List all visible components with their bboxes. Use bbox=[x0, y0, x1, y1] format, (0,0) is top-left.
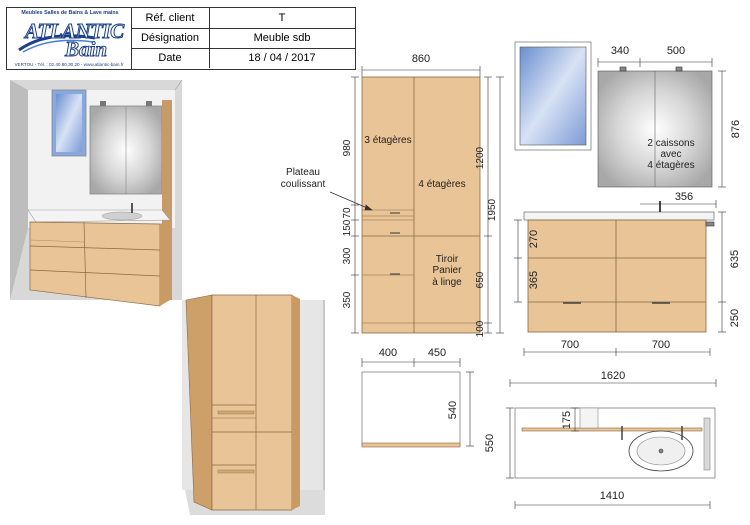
header-row-ref: Réf. client T bbox=[131, 8, 355, 29]
dim-400: 400 bbox=[379, 347, 397, 359]
label-3-etageres: 3 étagères bbox=[364, 135, 411, 146]
dim-300: 300 bbox=[342, 247, 353, 264]
dim-1410: 1410 bbox=[600, 490, 624, 502]
label-4-etageres: 4 étagères bbox=[418, 179, 465, 190]
dim-150: 150 bbox=[342, 219, 353, 236]
dim-450: 450 bbox=[428, 347, 446, 359]
cabinet-label-3: 4 étagères bbox=[647, 160, 694, 171]
dim-350: 350 bbox=[342, 291, 353, 308]
dim-340: 340 bbox=[611, 45, 629, 57]
dim-365: 365 bbox=[528, 271, 540, 289]
dim-876: 876 bbox=[730, 120, 742, 138]
dim-100: 100 bbox=[475, 320, 486, 337]
dim-650: 650 bbox=[475, 271, 486, 288]
logo-word-atlantic: ATLANTIC bbox=[25, 19, 125, 44]
cabinet-label-1: 2 caissons bbox=[647, 138, 694, 149]
vanity-top-labels: 550 175 1410 bbox=[484, 411, 624, 502]
column-top-labels: 400 450 540 bbox=[379, 347, 459, 419]
perspective-column bbox=[182, 294, 325, 515]
vanity-elevation-labels: 340 500 876 2 caissons avec 4 étagères 3… bbox=[528, 45, 742, 382]
dim-540: 540 bbox=[447, 401, 459, 419]
column-elevation bbox=[329, 66, 504, 334]
dim-175: 175 bbox=[561, 411, 573, 429]
dim-700-left: 700 bbox=[561, 339, 579, 351]
dim-270: 270 bbox=[528, 230, 540, 248]
label-tiroir: Tiroir bbox=[436, 254, 459, 265]
dim-356: 356 bbox=[675, 191, 693, 203]
dim-1200: 1200 bbox=[475, 146, 486, 169]
dim-70: 70 bbox=[342, 207, 353, 219]
column-elevation-labels: 860 980 70 150 300 350 1200 1950 650 100… bbox=[281, 53, 498, 337]
designation-value: Meuble sdb bbox=[253, 32, 311, 44]
date-label: Date bbox=[131, 48, 210, 68]
ref-label: Réf. client bbox=[131, 8, 210, 28]
dim-980: 980 bbox=[342, 139, 353, 156]
vanity-elevation bbox=[509, 41, 726, 387]
vanity-top-view bbox=[506, 407, 716, 509]
designation-label: Désignation bbox=[131, 28, 210, 48]
ref-value: T bbox=[278, 12, 286, 24]
label-panier: Panier bbox=[433, 265, 463, 276]
logo-word-bain: Bain bbox=[64, 37, 108, 62]
cabinet-label-2: avec bbox=[660, 149, 681, 160]
header-row-date: Date 18 / 04 / 2017 bbox=[131, 48, 355, 68]
label-plateau: Plateau bbox=[286, 167, 320, 178]
column-top-view bbox=[361, 358, 474, 448]
dim-250: 250 bbox=[729, 309, 741, 327]
dim-500: 500 bbox=[667, 45, 685, 57]
dim-1620: 1620 bbox=[601, 370, 625, 382]
logo-swoosh-icon bbox=[18, 34, 96, 53]
label-a-linge: à linge bbox=[432, 277, 462, 288]
date-value: 18 / 04 / 2017 bbox=[248, 52, 316, 64]
logo-tagline: Meubles Salles de Bains & Lave mains bbox=[21, 10, 119, 16]
column-width-dim: 860 bbox=[412, 53, 430, 65]
title-block: Meubles Salles de Bains & Lave mains ATL… bbox=[6, 7, 356, 70]
logo-address: VERTOU - Tél. : 02.40.80.30.20 - www.atl… bbox=[14, 62, 124, 67]
header-row-designation: Désignation Meuble sdb bbox=[131, 28, 355, 49]
dim-700-right: 700 bbox=[652, 339, 670, 351]
label-coulissant: coulissant bbox=[281, 179, 326, 190]
logo: Meubles Salles de Bains & Lave mains ATL… bbox=[7, 8, 132, 69]
dim-635: 635 bbox=[729, 250, 741, 268]
dim-550: 550 bbox=[484, 434, 496, 452]
perspective-vanity bbox=[10, 79, 183, 307]
dim-1950: 1950 bbox=[487, 198, 498, 221]
